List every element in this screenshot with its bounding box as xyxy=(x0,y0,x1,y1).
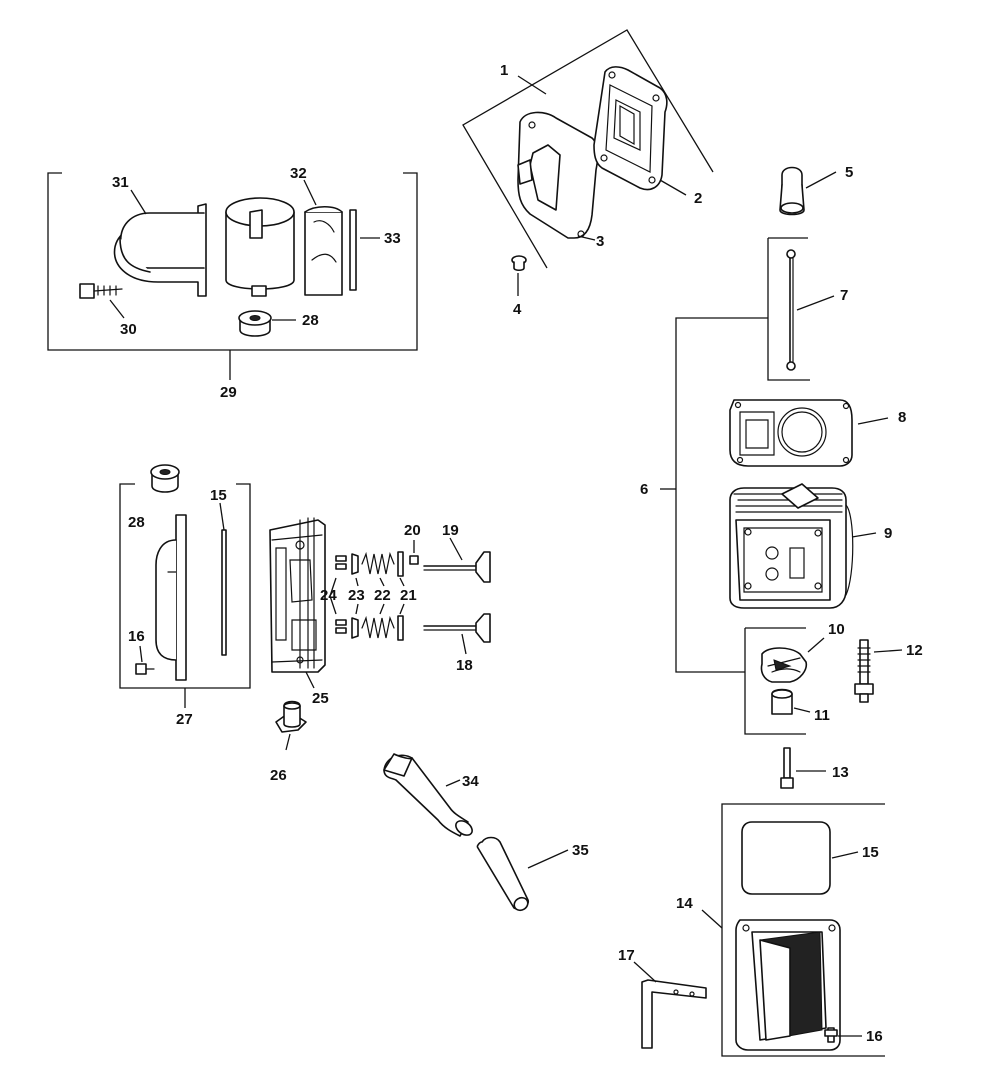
callout-8: 8 xyxy=(898,409,906,426)
callout-23: 23 xyxy=(348,587,365,604)
callout-19: 19 xyxy=(442,522,459,539)
callout-32: 32 xyxy=(290,165,307,182)
callout-29: 29 xyxy=(220,384,237,401)
grommet-28 xyxy=(238,310,272,337)
group-10-box xyxy=(744,627,806,735)
elbow-hose-34 xyxy=(383,753,473,837)
bracket-17 xyxy=(641,979,707,1049)
screw-4 xyxy=(511,255,527,272)
callout-20: 20 xyxy=(404,522,421,539)
cap-20 xyxy=(409,555,419,565)
callout-26: 26 xyxy=(270,767,287,784)
callout-28-lower: 28 xyxy=(128,514,145,531)
element-32 xyxy=(304,205,343,296)
seals-21 xyxy=(397,551,404,641)
callout-21: 21 xyxy=(400,587,417,604)
callout-2: 2 xyxy=(694,190,702,207)
retainers-23 xyxy=(351,553,359,639)
clamp-31 xyxy=(113,203,207,297)
callout-31: 31 xyxy=(112,174,129,191)
valve-18 xyxy=(423,613,491,643)
callout-3: 3 xyxy=(596,233,604,250)
callout-28-top: 28 xyxy=(302,312,319,329)
bolt-30 xyxy=(79,283,123,299)
callout-17: 17 xyxy=(618,947,635,964)
callout-14: 14 xyxy=(676,895,693,912)
screw-16 xyxy=(135,663,155,675)
callout-7: 7 xyxy=(840,287,848,304)
callout-22: 22 xyxy=(374,587,391,604)
pushrod-7 xyxy=(786,249,796,371)
rocker-10 xyxy=(760,647,808,683)
cylinder-head-9 xyxy=(729,483,854,609)
callout-6: 6 xyxy=(640,481,648,498)
valve-cover-14: OHV xyxy=(735,919,841,1051)
callout-13: 13 xyxy=(832,764,849,781)
pushrod-box xyxy=(767,238,810,381)
straight-hose-35 xyxy=(476,836,530,912)
stud-12 xyxy=(854,639,874,703)
sleeve-5 xyxy=(779,166,805,216)
callout-5: 5 xyxy=(845,164,853,181)
callout-15-cover: 15 xyxy=(862,844,879,861)
callout-4: 4 xyxy=(513,301,522,318)
group-1-frame xyxy=(462,29,714,269)
emboss-ohv-text: OHV xyxy=(773,955,787,984)
spark-plug-16 xyxy=(824,1027,838,1043)
callout-30: 30 xyxy=(120,321,137,338)
group-29-bracket xyxy=(47,172,418,351)
callout-9: 9 xyxy=(884,525,892,542)
filter-canister xyxy=(225,197,295,297)
callout-27: 27 xyxy=(176,711,193,728)
pivot-11 xyxy=(771,688,793,715)
callout-33: 33 xyxy=(384,230,401,247)
callout-12: 12 xyxy=(906,642,923,659)
group-14-frame xyxy=(721,803,885,1057)
breather-cover xyxy=(155,514,187,681)
head-gasket-8 xyxy=(729,399,853,467)
callout-24: 24 xyxy=(320,587,337,604)
callout-34: 34 xyxy=(462,773,479,790)
gasket-33 xyxy=(349,209,357,291)
valve-19 xyxy=(423,551,491,583)
valve-block-25 xyxy=(269,517,326,673)
callout-16-plug: 16 xyxy=(866,1028,883,1045)
tube-26 xyxy=(275,700,307,733)
group-6-bracket xyxy=(675,317,768,673)
callout-35: 35 xyxy=(572,842,589,859)
callout-16-screw: 16 xyxy=(128,628,145,645)
callout-10: 10 xyxy=(828,621,845,638)
keepers-24 xyxy=(335,555,347,634)
callout-1: 1 xyxy=(500,62,508,79)
cover-gasket-15 xyxy=(741,821,831,895)
gasket-15-strip xyxy=(221,529,227,656)
gasket-2 xyxy=(593,66,668,191)
callout-18: 18 xyxy=(456,657,473,674)
grommet-28-lower xyxy=(150,464,180,493)
cover-plate-3 xyxy=(517,111,599,239)
stud-13 xyxy=(780,747,794,789)
callout-25: 25 xyxy=(312,690,329,707)
callout-15-strip: 15 xyxy=(210,487,227,504)
callout-11: 11 xyxy=(814,707,830,724)
springs-22 xyxy=(361,551,395,639)
